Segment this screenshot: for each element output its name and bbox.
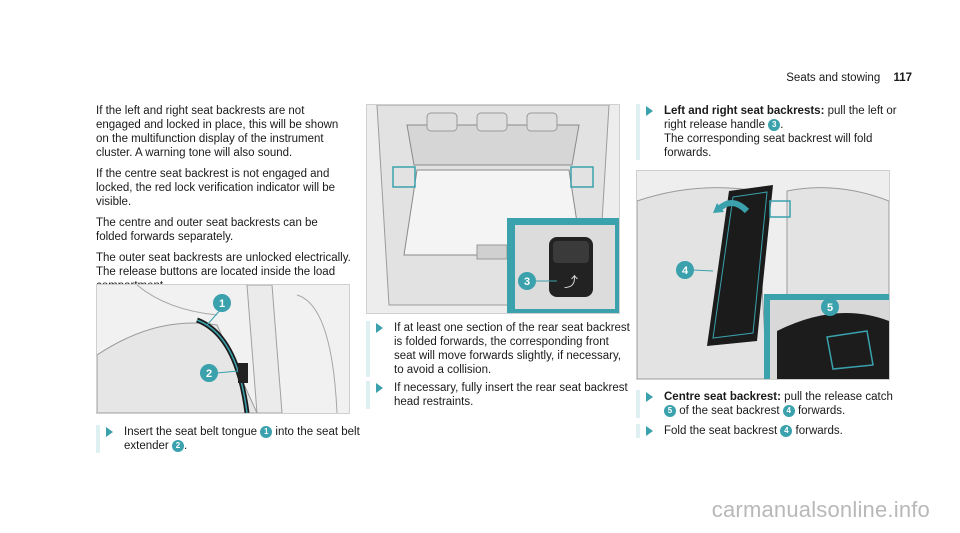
paragraph: The centre and outer seat backrests can … xyxy=(96,217,318,243)
page-header: Seats and stowing 117 xyxy=(786,72,912,84)
step-arrow-icon xyxy=(106,427,113,437)
seat-release-icon: ⤴ xyxy=(564,275,578,291)
column-1-text: If the left and right seat backrests are… xyxy=(96,104,351,300)
step-centre-release: Centre seat backrest: pull the release c… xyxy=(636,390,905,418)
step-outer-backrests: Left and right seat backrests: pull the … xyxy=(636,104,905,160)
step-front-seat-collision: If at least one section of the rear seat… xyxy=(366,321,630,377)
callout-1: 1 xyxy=(219,298,225,310)
figure-seat-belt-extender: 1 2 xyxy=(96,284,350,414)
callout-2: 2 xyxy=(206,368,212,380)
paragraph: If the centre seat backrest is not engag… xyxy=(96,168,336,208)
section-title: Seats and stowing xyxy=(786,72,881,84)
step-arrow-icon xyxy=(376,383,383,393)
watermark: carmanualsonline.info xyxy=(711,497,930,522)
page-number: 117 xyxy=(893,72,912,84)
step-fold-backrest: Fold the seat backrest 4 forwards. xyxy=(636,424,905,438)
callout-4: 4 xyxy=(682,265,689,277)
callout-badge: 2 xyxy=(171,439,184,452)
callout-5: 5 xyxy=(827,302,833,314)
step-arrow-icon xyxy=(646,392,653,402)
step-arrow-icon xyxy=(646,106,653,116)
step-arrow-icon xyxy=(646,426,653,436)
step-head-restraints: If necessary, fully insert the rear seat… xyxy=(366,381,630,409)
callout-3: 3 xyxy=(524,276,530,288)
callout-badge: 4 xyxy=(782,404,795,417)
step-insert-belt: Insert the seat belt tongue 1 into the s… xyxy=(96,425,360,453)
figure-load-compartment: ⤴ 3 xyxy=(366,104,620,314)
paragraph: If the left and right seat backrests are… xyxy=(96,105,339,159)
step-arrow-icon xyxy=(376,323,383,333)
callout-badge: 1 xyxy=(260,425,273,438)
callout-badge: 5 xyxy=(664,404,676,417)
callout-badge: 4 xyxy=(780,424,793,437)
callout-badge: 3 xyxy=(768,118,781,131)
figure-centre-backrest: 4 5 xyxy=(636,170,890,380)
